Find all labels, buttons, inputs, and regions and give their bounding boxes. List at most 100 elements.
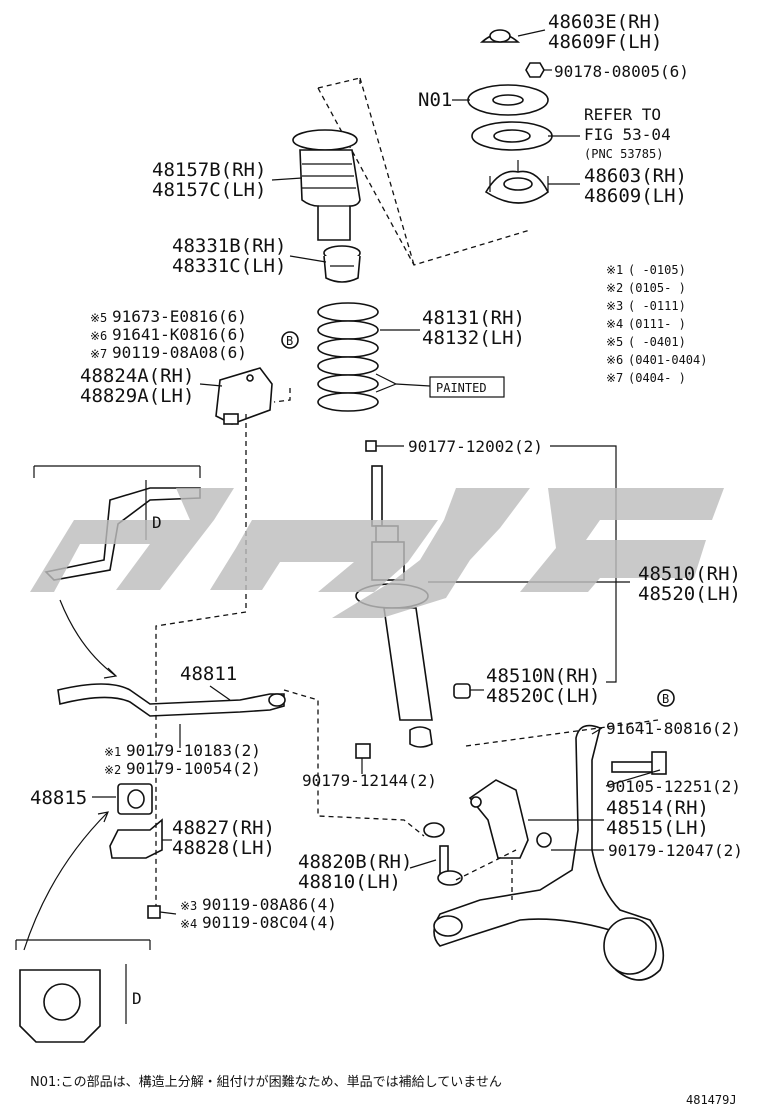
label-91641-8: 91641-80816(2) [606,719,741,738]
bumper-boot-part [292,129,361,241]
label-48609f: 48609F(LH) [548,31,662,53]
legend-range: ( -0111) [628,299,686,313]
spring-insulator-part [323,245,361,283]
mark-3: ※3 [180,899,197,913]
label-48515: 48515(LH) [606,817,709,839]
legend-range: (0105- ) [628,281,686,295]
legend-range: ( -0105) [628,263,686,277]
legend-range: (0401-0404) [628,353,707,367]
mark-5: ※5 [90,311,107,325]
legend-mark: ※1 [606,263,623,277]
cap-nut-part [365,440,377,452]
watermark-logo [30,488,724,618]
mark-2: ※2 [104,763,121,777]
plate-part [467,84,549,116]
label-90179-12144: 90179-12144(2) [302,771,437,790]
label-48829a: 48829A(LH) [80,385,194,407]
legend-mark: ※5 [606,335,623,349]
label-48609: 48609(LH) [584,185,687,207]
bracket-part [215,367,273,425]
label-48510n: 48510N(RH) [486,665,600,687]
label-refer-3: (PNC 53785) [584,147,663,161]
dimension-d-upper: D [152,513,162,532]
lower-arm-part [433,724,665,981]
label-90119c04: 90119-08C04(4) [202,913,337,932]
legend-mark: ※6 [606,353,623,367]
label-48810: 48810(LH) [298,871,401,893]
label-48520: 48520(LH) [638,583,741,605]
coil-spring-part [317,302,379,412]
lower-bracket-part [468,779,552,859]
label-91641k: 91641-K0816(6) [112,325,247,344]
label-n01: N01 [418,89,452,111]
label-48131: 48131(RH) [422,307,525,329]
legend-mark: ※3 [606,299,623,313]
dimension-d-lower: D [132,989,142,1008]
inset-arrow-bottom [23,811,109,951]
upper-dash-mid [359,77,415,266]
label-painted: PAINTED [436,381,487,395]
stab-bracket-part [109,818,163,859]
stab-link-part [423,822,463,886]
dash-bracket-down [155,414,247,906]
bushing-part [453,683,471,699]
legend-mark: ※4 [606,317,623,331]
label-90177: 90177-12002(2) [408,437,543,456]
label-90119a08: 90119-08A08(6) [112,343,247,362]
label-48603e: 48603E(RH) [548,11,662,33]
label-48815: 48815 [30,787,87,809]
inset-bushing-lower [15,939,151,1043]
label-48331c: 48331C(LH) [172,255,286,277]
mount-cap-part [479,29,521,43]
label-48331b: 48331B(RH) [172,235,286,257]
label-48132: 48132(LH) [422,327,525,349]
inset-arrowhead-bottom [97,811,109,823]
nut-part [525,62,545,78]
mark-1: ※1 [104,745,121,759]
label-48827: 48827(RH) [172,817,275,839]
label-refer-1: REFER TO [584,105,661,124]
legend-range: (0404- ) [628,371,686,385]
label-refer-2: FIG 53-04 [584,125,671,144]
inset-arrow-top [59,599,117,677]
label-48828: 48828(LH) [172,837,275,859]
legend: ※1 ( -0105) ※2 (0105- ) ※3 ( -0111) ※4 (… [606,263,707,385]
upper-dash-left [317,77,361,89]
label-48157b: 48157B(RH) [152,159,266,181]
figure-number: 481479J [686,1093,737,1107]
stab-bushing-part [117,783,153,815]
refer-plate-part [471,121,553,151]
mark-7: ※7 [90,347,107,361]
label-90105: 90105-12251(2) [606,777,741,796]
callout-b-lower: B [657,689,675,707]
painted-box [429,376,505,398]
label-90179-12047: 90179-12047(2) [608,841,743,860]
callout-b-upper: B [281,331,299,349]
lower-nut-part [355,743,371,759]
label-90179-10183: 90179-10183(2) [126,741,261,760]
label-48157c: 48157C(LH) [152,179,266,201]
label-48824a: 48824A(RH) [80,365,194,387]
legend-range: ( -0401) [628,335,686,349]
label-90179-10054: 90179-10054(2) [126,759,261,778]
label-90178: 90178-08005(6) [554,62,689,81]
svg-text:B: B [662,692,669,706]
label-48514: 48514(RH) [606,797,709,819]
label-48510: 48510(RH) [638,563,741,585]
bolt-part [611,751,667,775]
label-91673: 91673-E0816(6) [112,307,247,326]
label-90119a86: 90119-08A86(4) [202,895,337,914]
mark-6: ※6 [90,329,107,343]
lower-bolt-part [147,905,161,919]
label-48603: 48603(RH) [584,165,687,187]
stabilizer-bar-part [57,683,286,717]
svg-text:B: B [286,334,293,348]
label-48520c: 48520C(LH) [486,685,600,707]
upper-support-part [484,160,550,204]
dash-link-bar [283,689,425,837]
dash-b-link [273,388,291,403]
inset-arrowhead-top [103,667,118,679]
legend-range: (0111- ) [628,317,686,331]
